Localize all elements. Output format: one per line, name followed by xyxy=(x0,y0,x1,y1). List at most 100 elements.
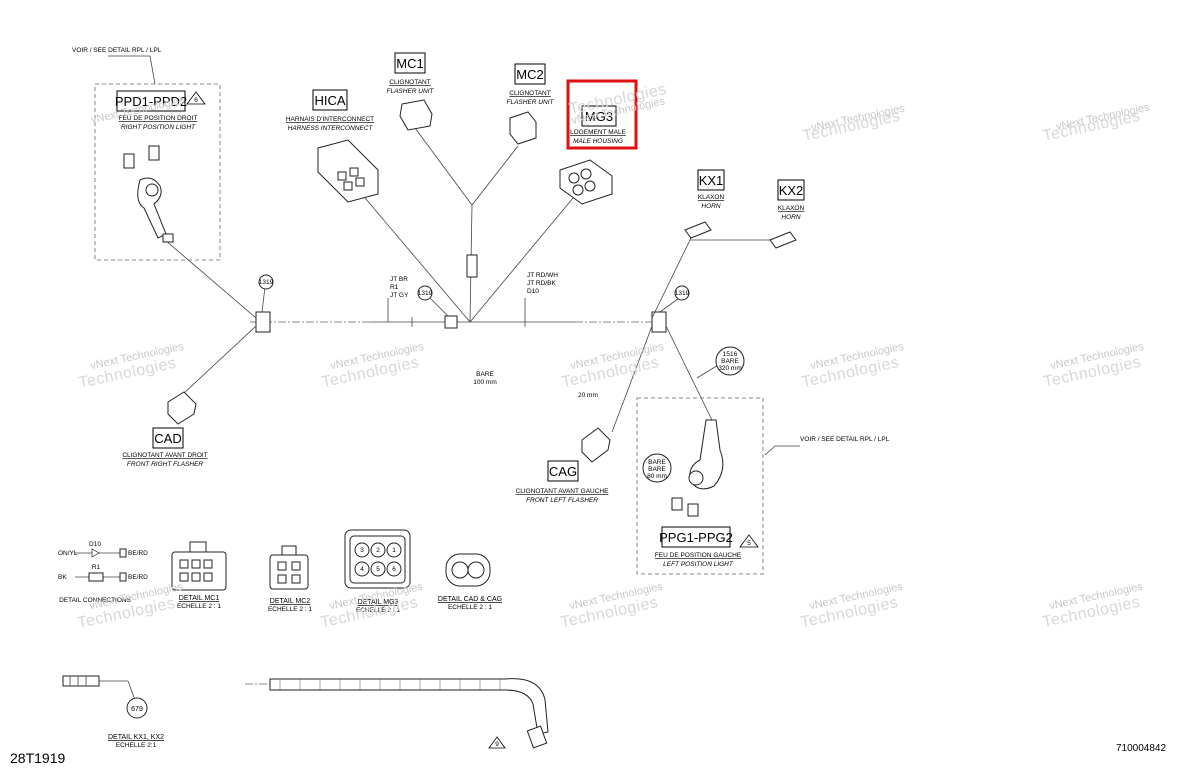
ppd-socket-icon xyxy=(123,145,174,243)
mg3-group: MG3 LOGEMENT MALE MALE HOUSING xyxy=(559,79,638,205)
detail-cad-cag-title: DETAIL CAD & CAG xyxy=(438,596,502,603)
schem-a-left: ON/YL xyxy=(58,550,78,557)
detail-mc2-scale: ECHELLE 2 : 1 xyxy=(268,606,312,613)
ref-1319-c: 1319 xyxy=(675,290,690,297)
detail-kx-title: DETAIL KX1, KX2 xyxy=(108,734,164,741)
cad-connector-icon xyxy=(167,391,197,425)
jt1-l2: R1 xyxy=(390,284,399,291)
cad-label-box xyxy=(152,427,184,449)
harness-wires xyxy=(164,127,775,433)
cag-group: 20 mm CAG CLIGNOTANT AVANT GAUCHE FRONT … xyxy=(516,392,611,504)
ref-9: 9 xyxy=(495,741,499,748)
schem-b-right: BE/RD xyxy=(128,574,148,581)
detail-mg3-scale: ECHELLE 2 : 1 xyxy=(356,607,400,614)
detail-kx-scale: ECHELLE 2:1 xyxy=(116,742,157,749)
mg3-label-box xyxy=(581,105,617,127)
schem-a-right: BE/RD xyxy=(128,550,148,557)
detail-cad-cag: DETAIL CAD & CAG ECHELLE 2 : 1 xyxy=(438,553,502,611)
jt2-l1: JT RD/WH xyxy=(527,272,558,279)
cag-en: FRONT LEFT FLASHER xyxy=(526,497,598,504)
detail-mc1-title: DETAIL MC1 xyxy=(179,595,220,602)
hica-group: HICA HARNAIS D'INTERCONNECT HARNESS INTE… xyxy=(286,89,379,203)
kx1-label-box xyxy=(697,169,725,191)
mc1-label-box xyxy=(394,52,426,74)
jt2-l3: D10 xyxy=(527,288,539,295)
dim-20mm: 20 mm xyxy=(578,392,598,399)
mc2-group: MC2 CLIGNOTANT FLASHER UNIT xyxy=(507,63,555,145)
cad-label: CAD xyxy=(154,431,181,446)
callout-leaders xyxy=(108,55,800,456)
ref-1516-l2: BARE xyxy=(721,358,739,365)
detail-mc1-scale: ECHELLE 2 : 1 xyxy=(177,603,221,610)
ref-1516-l3: 320 mm xyxy=(718,365,741,372)
hica-label: HICA xyxy=(314,93,345,108)
kx2-terminal-icon xyxy=(769,231,797,249)
cad-en: FRONT RIGHT FLASHER xyxy=(127,461,204,468)
kx1-label: KX1 xyxy=(699,173,724,188)
kx1-terminal-icon xyxy=(684,221,712,239)
mg3-label: MG3 xyxy=(585,109,613,124)
cad-fr: CLIGNOTANT AVANT DROIT xyxy=(122,452,207,459)
ppd-label-box xyxy=(116,90,186,112)
mg3-pin-1: 1 xyxy=(392,547,396,554)
cag-label-box xyxy=(547,460,579,482)
kx2-label: KX2 xyxy=(779,183,804,198)
schem-b-mid: R1 xyxy=(92,564,101,571)
doc-id-right: 710004842 xyxy=(1116,743,1167,754)
kx2-group: KX2 KLAXON HORN xyxy=(769,179,805,249)
kx1-group: KX1 KLAXON HORN xyxy=(684,169,725,239)
ref-1516-l1: 1516 xyxy=(723,351,738,358)
voir-right-note: VOIR / SEE DETAIL RPL / LPL xyxy=(800,436,890,443)
harness-side-view: 9 xyxy=(245,678,549,749)
hica-label-box xyxy=(312,89,348,111)
voir-top-note: VOIR / SEE DETAIL RPL / LPL xyxy=(72,47,162,54)
ppd-en: RIGHT POSITION LIGHT xyxy=(121,124,196,131)
bare-80-l1: BARE xyxy=(648,459,666,466)
watermarks: vNext Technologies vNext TechnologiesTec… xyxy=(76,81,1151,632)
mc2-fr: CLIGNOTANT xyxy=(509,90,550,97)
cag-connector-icon xyxy=(581,427,611,463)
mc1-fr: CLIGNOTANT xyxy=(389,79,430,86)
bare-center-l2: 100 mm xyxy=(473,379,496,386)
schem-a-mid: D10 xyxy=(89,541,101,548)
mg3-pin-2: 2 xyxy=(376,547,380,554)
detail-cad-cag-scale: ECHELLE 2 : 1 xyxy=(448,604,492,611)
bare-center-l1: BARE xyxy=(476,371,494,378)
mg3-pin-3: 3 xyxy=(360,547,364,554)
ppd-group: VOIR / SEE DETAIL RPL / LPL PPD1-PPD2 6 … xyxy=(72,47,221,261)
jt1-l3: JT GY xyxy=(390,292,409,299)
ppg-label: PPG1-PPG2 xyxy=(659,530,733,545)
kx1-en: HORN xyxy=(701,203,720,210)
hica-fr: HARNAIS D'INTERCONNECT xyxy=(286,116,374,123)
jt2-l2: JT RD/BK xyxy=(527,280,556,287)
kx2-en: HORN xyxy=(781,214,800,221)
mg3-pin-6: 6 xyxy=(392,566,396,573)
mg3-connector-icon xyxy=(559,159,613,205)
cag-fr: CLIGNOTANT AVANT GAUCHE xyxy=(516,488,610,495)
hica-connector-icon xyxy=(317,139,379,203)
ppg-en: LEFT POSITION LIGHT xyxy=(663,561,734,568)
ref-1319-b: 1319 xyxy=(418,290,433,297)
mc1-group: MC1 CLIGNOTANT FLASHER UNIT xyxy=(387,52,435,131)
detail-mc1: DETAIL MC1 ECHELLE 2 : 1 xyxy=(171,541,227,610)
doc-id-left: 28T1919 xyxy=(10,750,66,766)
ref-1319-a: 1319 xyxy=(259,279,274,286)
detail-mg3: 3 2 1 4 5 6 DETAIL MG3 ECHELLE 2 : 1 xyxy=(344,529,411,614)
ppd-note: 6 xyxy=(194,97,198,104)
bare-80-l2: BARE xyxy=(648,466,666,473)
harness-callouts: 1319 1319 1319 JT BR R1 JT GY JT RD/WH J… xyxy=(258,272,745,386)
ppg-note: 5 xyxy=(747,540,751,547)
ppd-label: PPD1-PPD2 xyxy=(115,94,187,109)
mc2-label-box xyxy=(514,63,546,85)
ppg-label-box xyxy=(661,526,731,548)
mg3-pin-4: 4 xyxy=(360,566,364,573)
jt1-l1: JT BR xyxy=(390,276,408,283)
ppd-fr: FEU DE POSITION DROIT xyxy=(119,115,198,122)
ppg-fr: FEU DE POSITION GAUCHE xyxy=(655,552,742,559)
cag-label: CAG xyxy=(549,464,577,479)
kx2-label-box xyxy=(777,179,805,201)
bare-80-l3: 80 mm xyxy=(647,473,667,480)
mg3-pin-5: 5 xyxy=(376,566,380,573)
mg3-fr: LOGEMENT MALE xyxy=(570,129,627,136)
